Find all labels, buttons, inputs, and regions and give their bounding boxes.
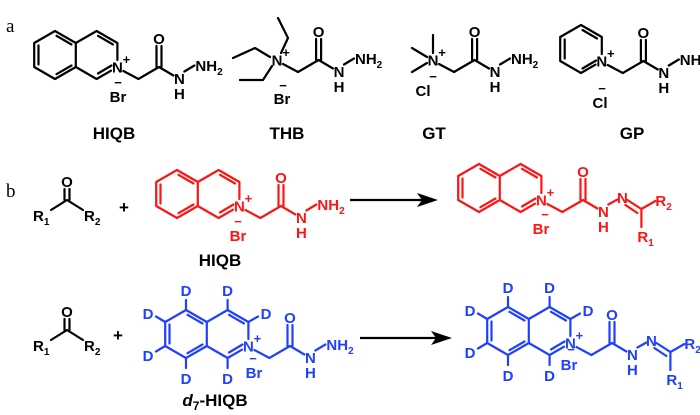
plus-sign: +: [119, 198, 129, 217]
svg-text:N: N: [596, 54, 607, 71]
compound-label-thb: THB: [270, 124, 305, 143]
compound-label-gp: GP: [620, 124, 645, 143]
hiqb-hydrazone-product-red: − Br: [457, 162, 674, 251]
svg-text:−: −: [567, 342, 575, 357]
svg-text:Br: Br: [246, 365, 263, 382]
gt-structure: N − Cl: [410, 22, 540, 100]
svg-text:−: −: [279, 78, 287, 93]
svg-text:N: N: [272, 53, 283, 70]
compound-label-hiqb-b: HIQB: [199, 251, 242, 270]
reaction-arrow-2: [360, 331, 452, 345]
panel-label-b: b: [6, 181, 16, 202]
svg-text:−: −: [114, 75, 122, 90]
compound-label-d7-hiqb: d7-HIQB: [182, 391, 247, 413]
d7-hiqb-reagent-blue: − Br: [141, 281, 356, 390]
ketone-reactant: [31, 172, 102, 230]
svg-text:Br: Br: [561, 357, 578, 374]
panel-label-a: a: [6, 16, 15, 37]
compound-label-hiqb: HIQB: [93, 124, 136, 143]
ketone-reactant-2: [31, 302, 102, 360]
svg-text:−: −: [541, 207, 549, 222]
gp-structure: N − Cl: [559, 23, 700, 112]
compound-label-gt: GT: [422, 124, 446, 143]
svg-text:Br: Br: [110, 89, 127, 106]
svg-text:−: −: [249, 351, 257, 366]
hiqb-structure: − Br: [33, 29, 225, 106]
svg-text:Br: Br: [274, 91, 291, 108]
reaction-arrow: [350, 193, 438, 207]
d7-hiqb-hydrazone-product-blue: − Br: [463, 278, 700, 394]
svg-text:Cl: Cl: [416, 83, 431, 100]
svg-text:−: −: [234, 214, 242, 229]
svg-text:Br: Br: [230, 228, 247, 245]
hiqb-reagent-red: − Br: [155, 168, 347, 245]
svg-text:Br: Br: [533, 221, 550, 238]
svg-text:N: N: [428, 53, 439, 70]
thb-structure: N − Br: [231, 16, 384, 108]
svg-text:−: −: [598, 81, 606, 96]
plus-sign-2: +: [113, 326, 123, 345]
svg-text:−: −: [429, 69, 437, 84]
svg-text:Cl: Cl: [593, 95, 608, 112]
